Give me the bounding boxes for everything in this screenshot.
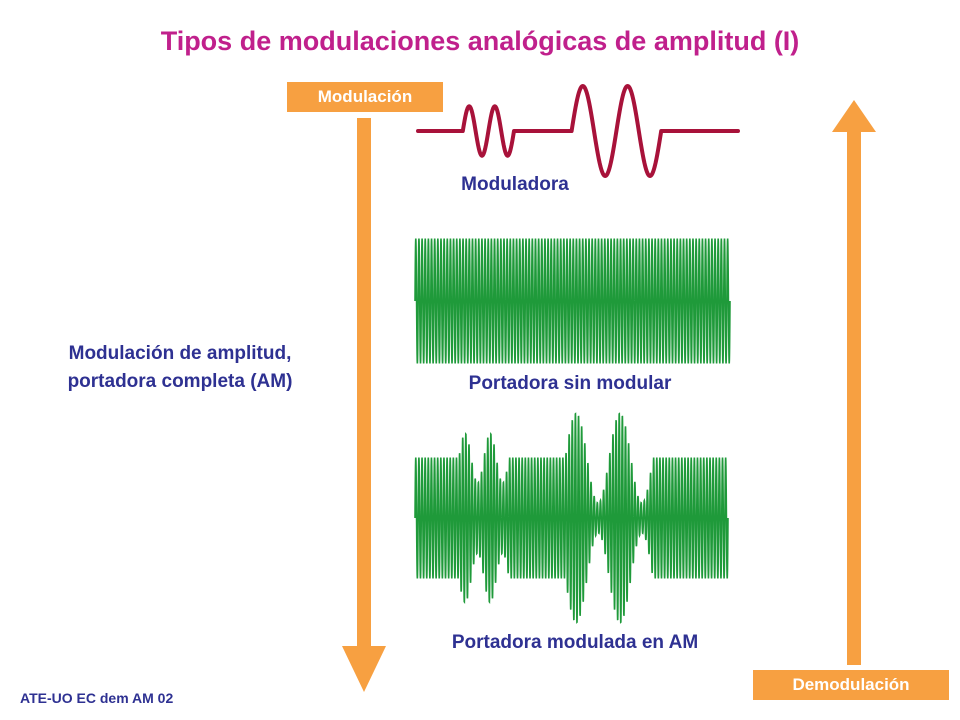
demodulation-arrow <box>832 100 876 665</box>
description-line-1: Modulación de amplitud, <box>68 343 292 364</box>
page-title: Tipos de modulaciones analógicas de ampl… <box>160 26 800 56</box>
portadora-label: Portadora sin modular <box>468 373 672 394</box>
footer-code: ATE-UO EC dem AM 02 <box>20 690 174 706</box>
moduladora-waveform <box>416 84 740 178</box>
demodulacion-tag: Demodulación <box>753 670 949 700</box>
moduladora-label: Moduladora <box>461 174 569 195</box>
am-waveform <box>414 412 729 624</box>
modulation-description: Modulación de amplitud, portadora comple… <box>20 340 340 396</box>
am-label: Portadora modulada en AM <box>451 632 699 653</box>
description-line-2: portadora completa (AM) <box>67 371 293 392</box>
portadora-waveform <box>414 238 731 364</box>
modulation-arrow <box>342 118 386 692</box>
modulacion-tag: Modulación <box>287 82 443 112</box>
